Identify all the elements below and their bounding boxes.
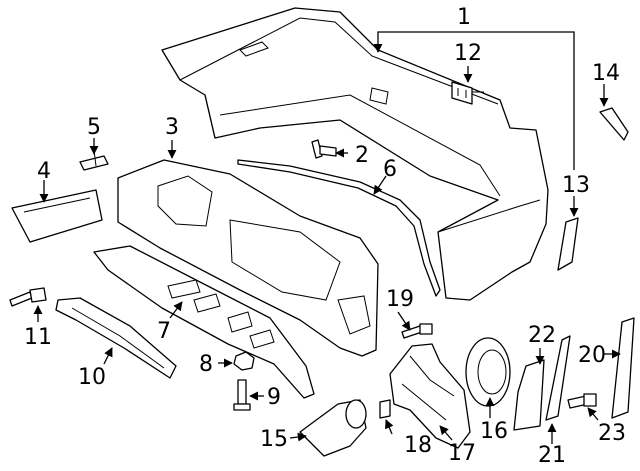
callout-16: 16 <box>480 419 508 444</box>
callout-7: 7 <box>157 319 171 344</box>
holder-22 <box>513 359 545 431</box>
clip-14 <box>599 107 629 141</box>
bolt-9 <box>233 379 251 411</box>
bumper-cover <box>161 7 549 301</box>
trim-strip-6 <box>237 159 441 297</box>
bolt-11 <box>9 287 47 307</box>
callout-3: 3 <box>165 115 179 140</box>
callout-1: 1 <box>457 5 471 30</box>
callout-15: 15 <box>260 427 288 452</box>
screw-18 <box>379 399 391 419</box>
callout-11: 11 <box>24 325 52 350</box>
callout-21: 21 <box>538 443 566 468</box>
callout-20: 20 <box>578 343 606 368</box>
reflector-20 <box>611 317 635 419</box>
callout-19: 19 <box>386 287 414 312</box>
exhaust-tip-15 <box>299 399 367 457</box>
lower-cover-7 <box>93 245 315 399</box>
pin-23 <box>567 393 597 409</box>
callout-5: 5 <box>87 115 101 140</box>
callout-17: 17 <box>448 441 476 466</box>
callout-10: 10 <box>78 365 106 390</box>
diffuser-3 <box>117 159 379 357</box>
callout-2: 2 <box>355 143 369 168</box>
absorber-10 <box>55 297 177 379</box>
bracket-17 <box>389 343 471 449</box>
screw-2 <box>311 139 337 159</box>
callout-14: 14 <box>592 61 620 86</box>
nut-8 <box>233 351 255 371</box>
side-guide-13 <box>557 217 579 271</box>
bracket-12 <box>451 81 484 105</box>
callout-22: 22 <box>528 323 556 348</box>
pin-19 <box>401 323 433 339</box>
callout-labels: 1 2 3 4 5 6 7 8 9 10 11 12 13 14 15 16 1… <box>24 5 626 468</box>
leader-lines <box>33 31 621 444</box>
callout-8: 8 <box>199 352 213 377</box>
callout-4: 4 <box>37 159 51 184</box>
trim-21 <box>545 335 571 421</box>
callout-6: 6 <box>383 157 397 182</box>
callout-13: 13 <box>562 173 590 198</box>
panel-4 <box>11 189 103 243</box>
callout-23: 23 <box>598 421 626 446</box>
ring-16 <box>465 337 511 407</box>
callout-18: 18 <box>404 433 432 458</box>
callout-9: 9 <box>267 385 281 410</box>
callout-12: 12 <box>454 41 482 66</box>
